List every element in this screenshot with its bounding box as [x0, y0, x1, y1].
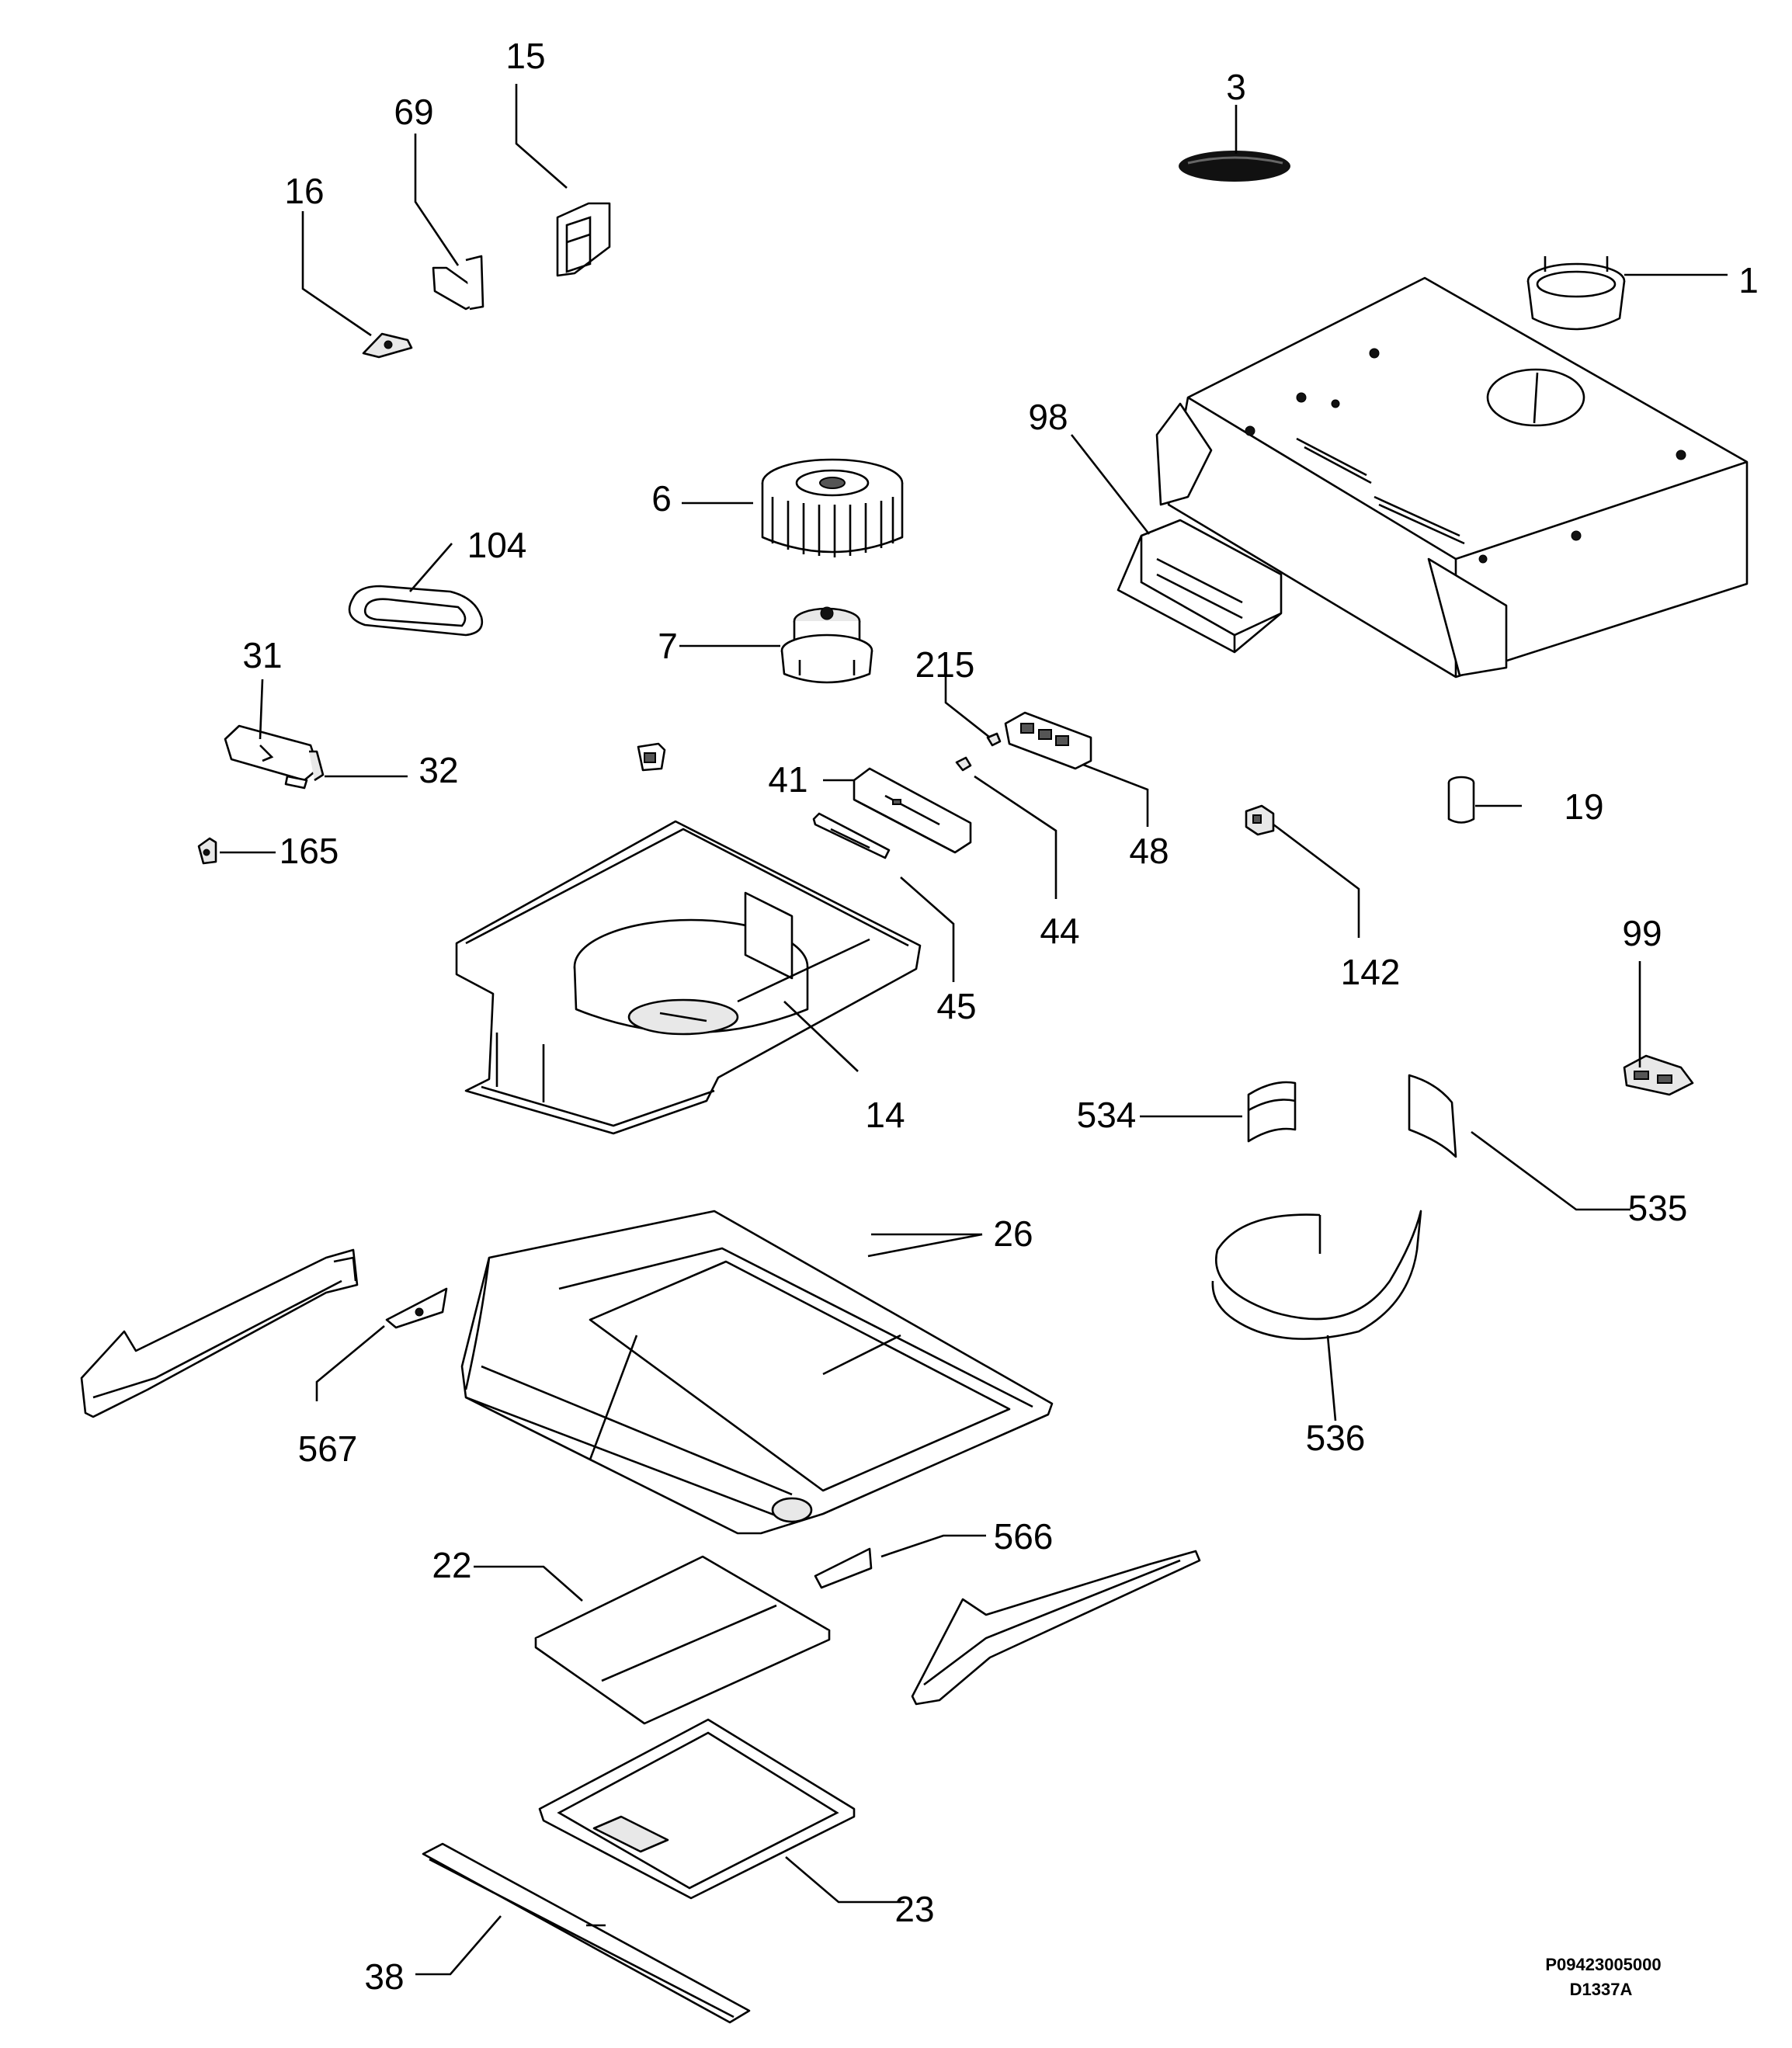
- part-567-clip: [385, 1287, 448, 1329]
- part-48-switch-block: [1004, 711, 1092, 770]
- callout-6: 6: [651, 478, 672, 519]
- callout-22: 22: [432, 1545, 471, 1585]
- part-22-filter-panel: [534, 1555, 831, 1725]
- part-31-lamp-holder: [224, 724, 325, 790]
- callout-48: 48: [1129, 831, 1169, 871]
- part-6-fan-wheel: [761, 458, 904, 557]
- callout-31: 31: [242, 635, 282, 675]
- part-3-grease-pad: [1179, 151, 1290, 182]
- callout-104: 104: [467, 525, 527, 565]
- callout-44: 44: [1040, 911, 1079, 951]
- callout-16: 16: [284, 171, 324, 211]
- part-534-foil: [1247, 1081, 1297, 1143]
- part-165-connector: [197, 837, 217, 865]
- callout-32: 32: [418, 750, 458, 790]
- drawing-code: D1337A: [1570, 1980, 1633, 1999]
- part-26-canopy-frame: [460, 1210, 1054, 1535]
- trim-left: [80, 1248, 359, 1418]
- part-104-gasket: [348, 585, 484, 637]
- callout-99: 99: [1622, 913, 1662, 953]
- callout-98: 98: [1028, 397, 1068, 437]
- leader-lines: [220, 84, 1728, 1976]
- part-142-terminal: [1245, 804, 1275, 836]
- document-number: P09423005000: [1545, 1955, 1661, 1974]
- part-215-screw: [986, 732, 1002, 747]
- part-566-clip: [814, 1547, 873, 1589]
- part-536-duct-band: [1211, 1210, 1422, 1340]
- callout-41: 41: [768, 759, 807, 800]
- part-45-label: [812, 812, 891, 859]
- callout-labels: 3 15 69 16 1 98 6 104 7 31 32 215 41 165…: [242, 36, 1758, 1997]
- callout-215: 215: [915, 644, 975, 685]
- callout-19: 19: [1564, 786, 1603, 827]
- part-15-bracket: [556, 202, 611, 277]
- part-clip: [637, 742, 666, 772]
- part-99-connector: [1623, 1054, 1694, 1096]
- part-23-filter-frame: [538, 1718, 856, 1900]
- callout-536: 536: [1306, 1418, 1366, 1458]
- callout-45: 45: [936, 986, 976, 1026]
- part-38-trim-bar: [422, 1842, 751, 2024]
- part-1-collar-ring: [1526, 256, 1626, 331]
- callout-566: 566: [994, 1516, 1054, 1557]
- callout-534: 534: [1077, 1095, 1137, 1135]
- part-69-clip: [432, 255, 484, 311]
- part-98-grille: [1117, 519, 1283, 654]
- part-7-motor: [780, 606, 873, 684]
- callout-26: 26: [993, 1213, 1033, 1254]
- callout-7: 7: [658, 626, 678, 666]
- callout-14: 14: [865, 1095, 905, 1135]
- callout-38: 38: [364, 1956, 404, 1997]
- callout-535: 535: [1628, 1188, 1688, 1228]
- part-535-foil: [1408, 1074, 1457, 1158]
- part-19-capacitor: [1447, 776, 1475, 824]
- hood-body-housing: [1155, 276, 1749, 679]
- callout-15: 15: [505, 36, 545, 76]
- trim-right: [911, 1550, 1201, 1706]
- callout-69: 69: [394, 92, 433, 132]
- callout-567: 567: [298, 1428, 358, 1469]
- part-14-chassis: [455, 820, 922, 1135]
- part-16-latch: [362, 332, 413, 359]
- part-41-switch-housing: [853, 767, 972, 854]
- callout-3: 3: [1226, 67, 1246, 107]
- callout-1: 1: [1738, 260, 1759, 300]
- part-44-knob: [955, 756, 972, 772]
- callout-23: 23: [894, 1889, 934, 1929]
- callout-142: 142: [1341, 952, 1401, 992]
- callout-165: 165: [280, 831, 339, 871]
